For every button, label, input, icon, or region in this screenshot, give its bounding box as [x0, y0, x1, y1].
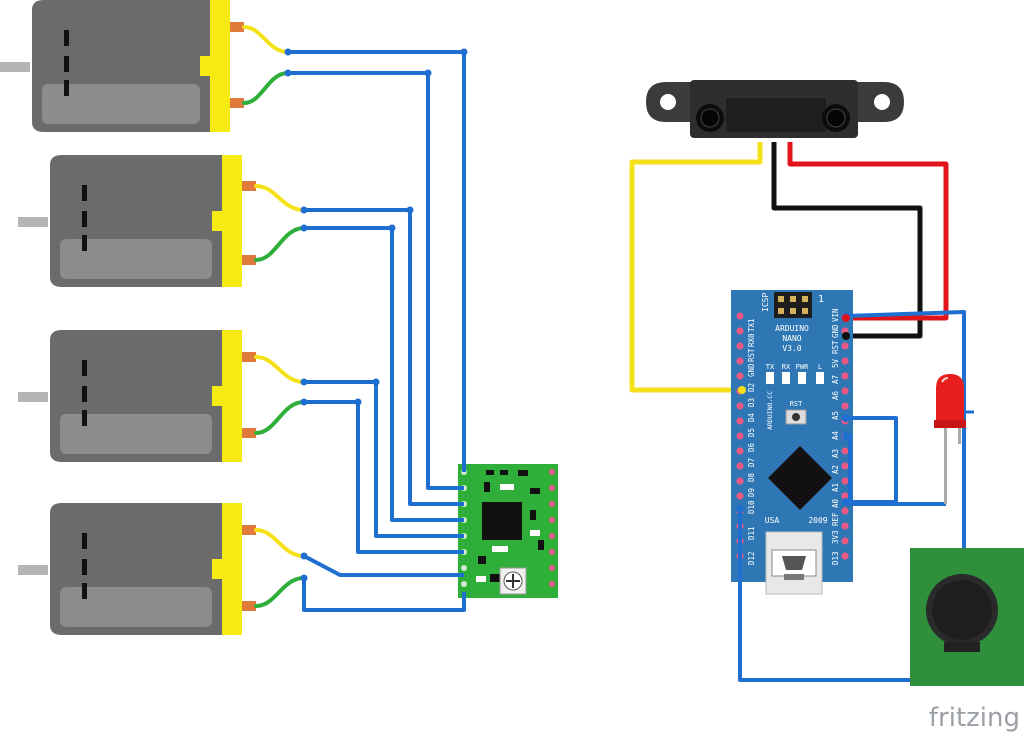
fritzing-brand: fritzing [929, 703, 1020, 732]
pin-label: A5 [831, 411, 840, 420]
led-label-tx: TX [766, 363, 775, 371]
pin-label: TX1 [747, 318, 756, 332]
driver-ic-chip [482, 502, 522, 540]
board-year: 2009 [808, 516, 827, 525]
wire-vin-to-buzzer [845, 310, 966, 554]
motor-1-lead-green [242, 71, 290, 105]
pin-label: A1 [831, 483, 840, 492]
driver-wires [288, 50, 466, 612]
pin-label: D10 [747, 500, 756, 514]
pin-label: D13 [831, 551, 840, 565]
icsp-header [774, 292, 812, 318]
motor-2-lead-yellow [254, 184, 306, 212]
pin-label: GND [831, 324, 840, 338]
microcontroller-chip [768, 446, 832, 510]
motor-3-lead-green [254, 400, 306, 435]
sensor-wire-red [787, 142, 949, 321]
pin-label: D11 [747, 526, 756, 540]
board-side-label: ARDUINO.CC [766, 391, 774, 430]
led-label-rx: RX [782, 363, 791, 371]
pin-label: A2 [831, 465, 840, 474]
pin-label: D4 [747, 412, 756, 422]
motor-4-lead-green [254, 576, 306, 608]
led-label-pwr: PWR [796, 363, 809, 371]
pin-label: D6 [747, 442, 756, 452]
pin-label: A3 [831, 449, 840, 458]
ir-distance-sensor [646, 80, 904, 138]
motor-4-lead-yellow [254, 528, 306, 558]
pin-label: D5 [747, 428, 756, 437]
sensor-wire-black [771, 142, 923, 339]
pin-label: D3 [747, 398, 756, 407]
led-label-l: L [818, 363, 822, 371]
motor-3-lead-yellow [254, 355, 306, 384]
dc-motor-3 [18, 330, 256, 462]
pin-label: 5V [831, 358, 840, 368]
pin-label: D7 [747, 458, 756, 467]
board-model: NANO [782, 334, 801, 343]
wire-motor4-a [303, 554, 464, 577]
dc-motor-1 [0, 0, 244, 132]
sensor-wire-yellow [629, 142, 763, 393]
wire-motor4-b [302, 578, 466, 612]
board-version: V3.0 [782, 344, 801, 353]
pin-label: D8 [747, 472, 756, 482]
pin-label: RX0 [747, 333, 756, 347]
wire-motor3-b [304, 400, 464, 554]
red-led [934, 374, 974, 504]
wire-motor2-b [304, 226, 464, 522]
pin-label: D2 [747, 383, 756, 392]
board-status-leds: TX RX PWR L [766, 363, 824, 384]
pin-label: A0 [831, 498, 840, 508]
pin-label: D9 [747, 488, 756, 497]
pin-label: RST [747, 348, 756, 362]
pin-label: A7 [831, 375, 840, 384]
board-country: USA [765, 516, 780, 525]
pin-label: REF [831, 512, 840, 526]
arduino-nano-board: ICSP 1 TX1 RX0 RST GND D2 D3 D4 [731, 290, 853, 595]
wire-motor1-b [288, 71, 464, 490]
motor-leads [242, 25, 306, 608]
arduino-left-pin-labels: TX1 RX0 RST GND D2 D3 D4 D5 D6 D7 D8 D9 … [747, 318, 756, 565]
rst-button-label: RST [790, 400, 803, 408]
motor-1-lead-yellow [242, 25, 290, 54]
pin-label: RST [831, 340, 840, 354]
pin-label: A4 [831, 430, 840, 440]
mini-usb-connector [765, 531, 823, 595]
pin-label: 3V3 [831, 530, 840, 544]
pin-label: GND [747, 363, 756, 377]
wire-motor2-a [304, 208, 464, 506]
pin-label: D12 [747, 551, 756, 565]
wire-motor3-a [304, 380, 464, 538]
wire-a5-led [846, 416, 898, 504]
dc-motor-2 [18, 155, 256, 287]
icsp-pin1-label: 1 [818, 294, 824, 305]
wire-d12-to-buzzer [738, 509, 964, 682]
sensor-wires [629, 142, 949, 393]
piezo-buzzer-module [910, 548, 1024, 686]
motor-2-lead-green [254, 226, 306, 262]
pin-label: A6 [831, 390, 840, 400]
dc-motor-4 [18, 503, 256, 635]
driver-pins-right [549, 469, 555, 587]
motor-driver-board [458, 464, 558, 598]
pin-label: VIN [831, 308, 840, 322]
icsp-label: ICSP [761, 293, 770, 312]
board-title: ARDUINO [775, 324, 809, 333]
arduino-right-pin-labels: VIN GND RST 5V A7 A6 A5 A4 A3 A2 A1 A0 R… [831, 308, 840, 565]
